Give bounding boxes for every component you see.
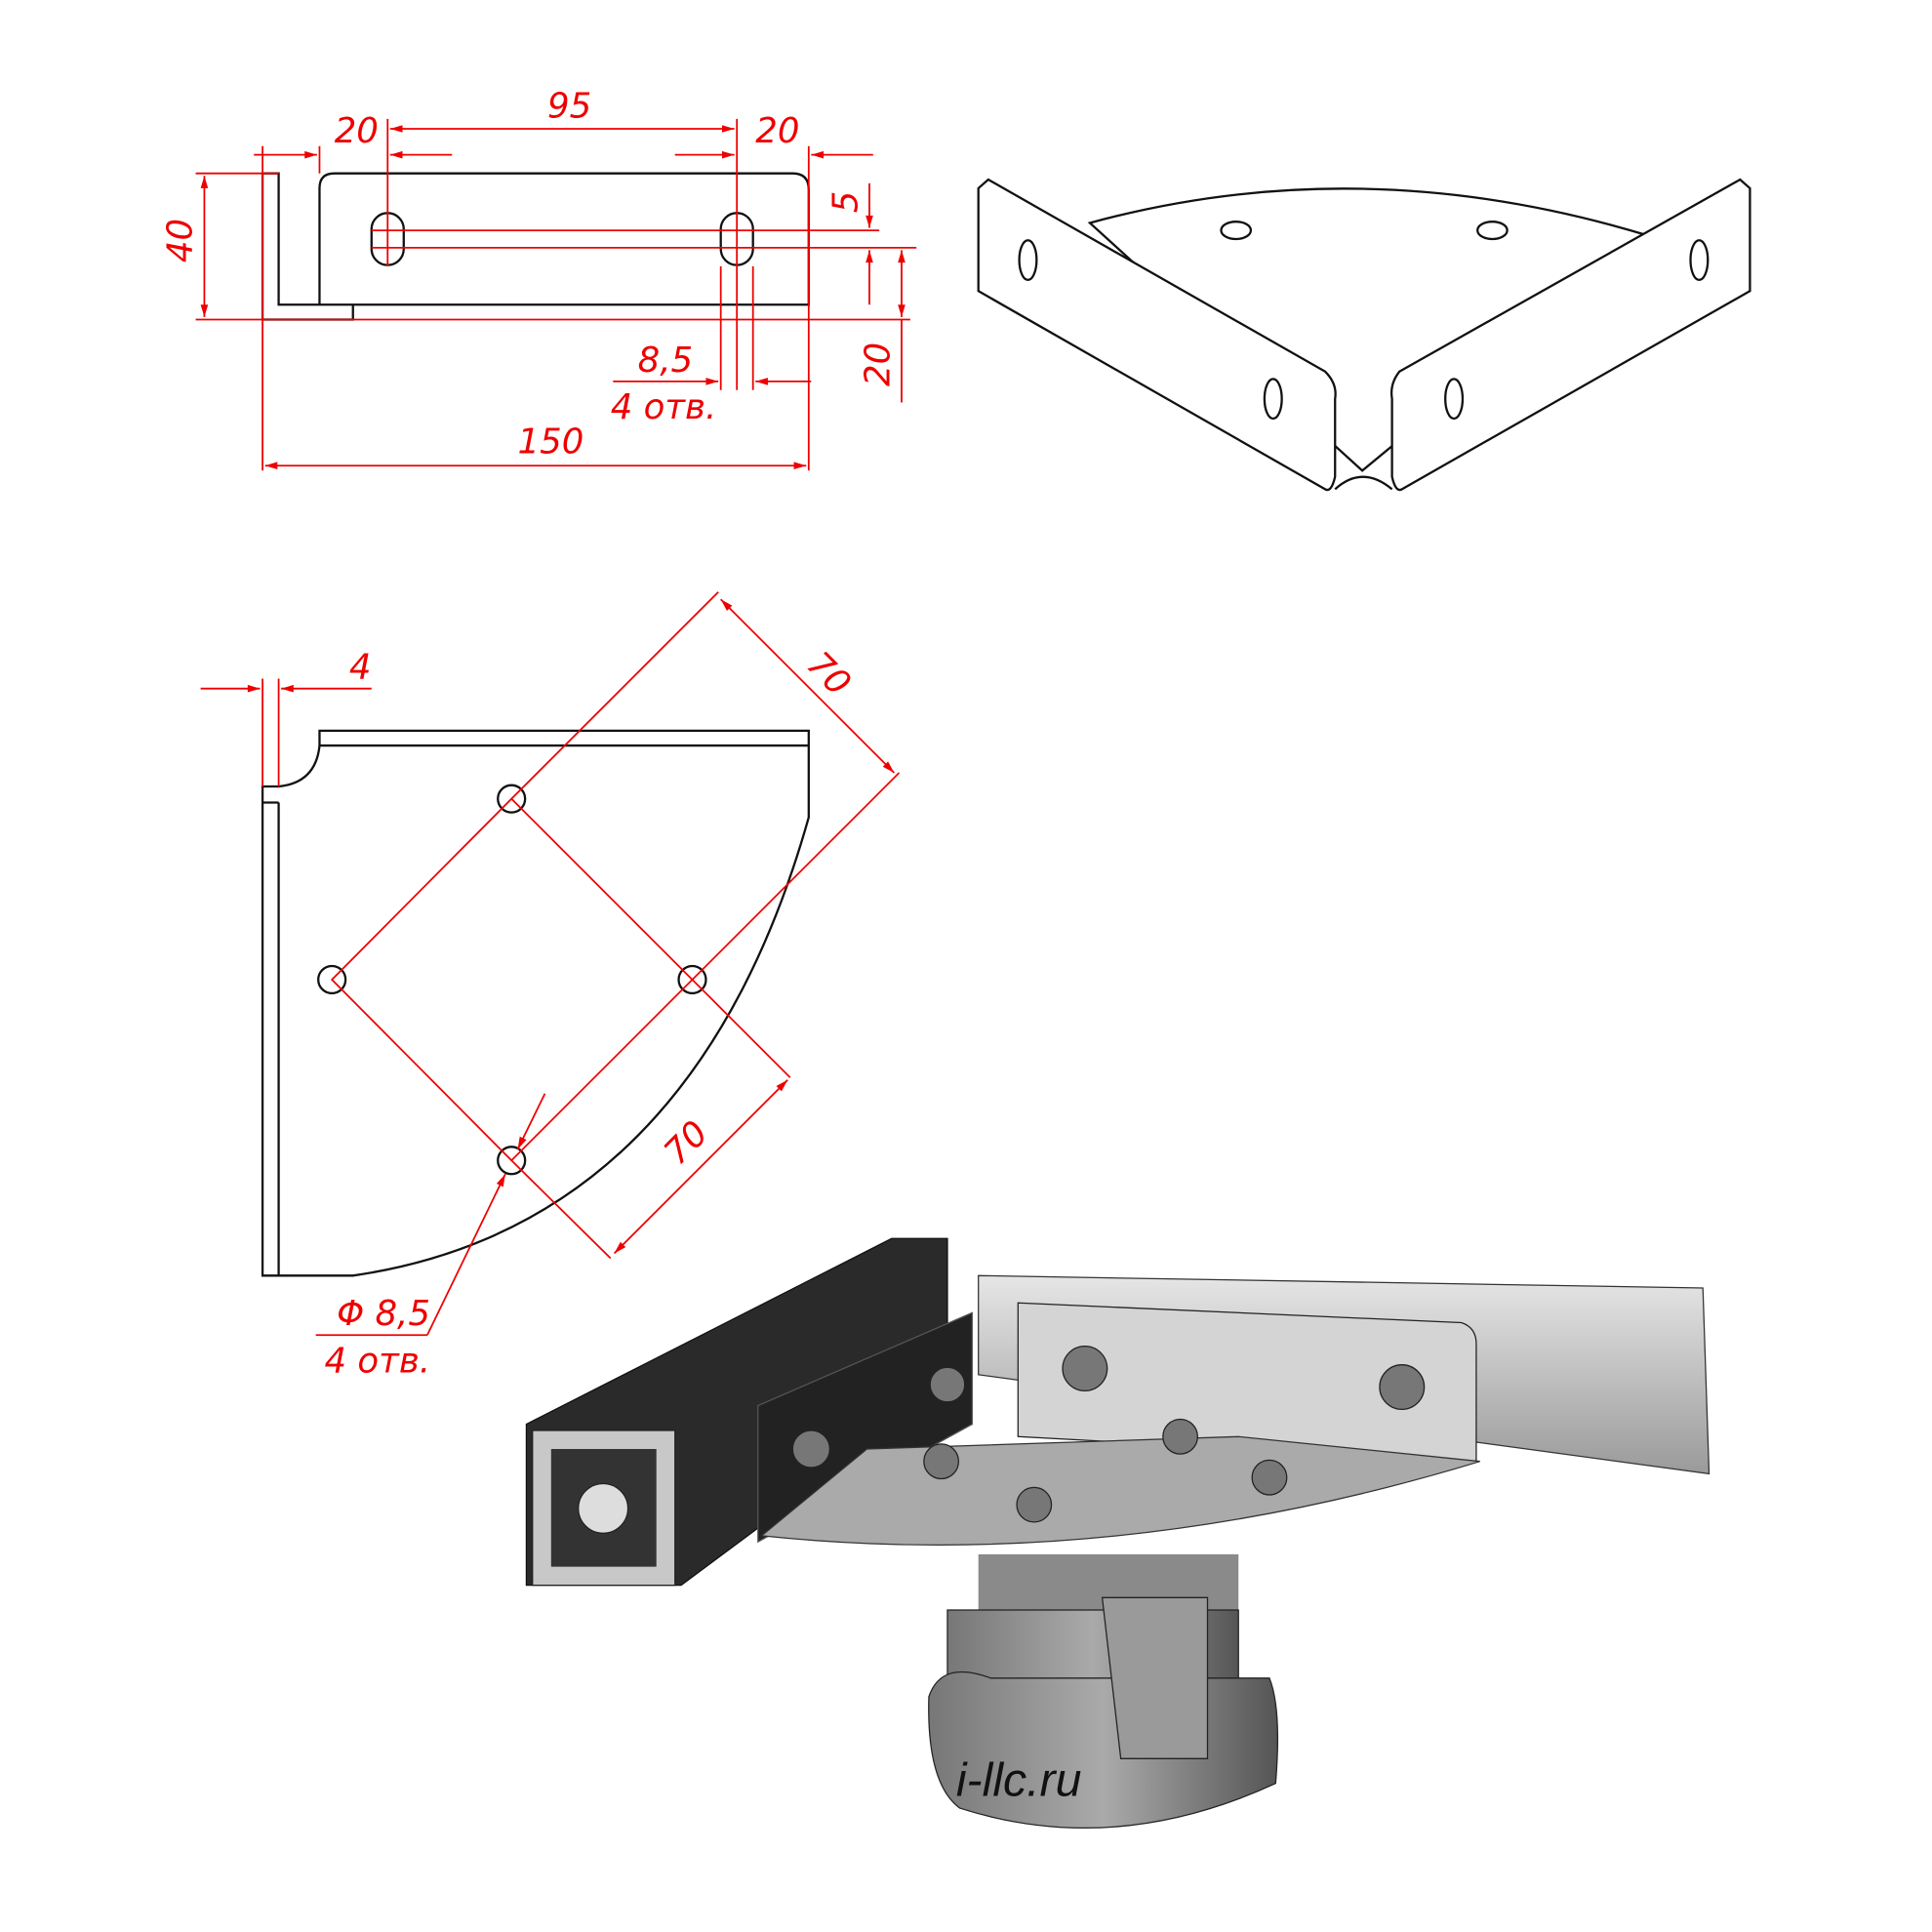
assembly-render: i-llc.ru (525, 1237, 1711, 1829)
dim-slot-width: 8,5 (638, 341, 693, 381)
dim-hole-spacing-b: 70 (657, 1113, 716, 1173)
dim-left-offset: 20 (335, 111, 379, 151)
dim-hole-diameter: Φ 8,5 (337, 1294, 430, 1334)
dim-thickness: 4 (349, 648, 372, 688)
dim-right-offset: 20 (755, 111, 799, 151)
dim-length: 150 (518, 423, 584, 463)
bolts (791, 1346, 1426, 1523)
dim-slot-center: 20 (858, 342, 898, 386)
plan-view: 4 70 70 Φ 8,5 4 отв. (200, 591, 901, 1381)
hole-count: 4 отв. (325, 1341, 431, 1381)
dim-height: 40 (161, 219, 201, 262)
dim-slot-spacing: 95 (547, 87, 591, 127)
front-view: 20 95 20 5 40 8,5 4 отв. 20 150 (161, 87, 917, 471)
isometric-bracket (977, 178, 1751, 492)
slot-count: 4 отв. (611, 387, 717, 427)
mount-holes (317, 784, 707, 1176)
dim-hole-spacing-a: 70 (799, 644, 859, 704)
watermark-logo: i-llc.ru (956, 1753, 1082, 1806)
dim-slot-height: 5 (825, 191, 865, 214)
